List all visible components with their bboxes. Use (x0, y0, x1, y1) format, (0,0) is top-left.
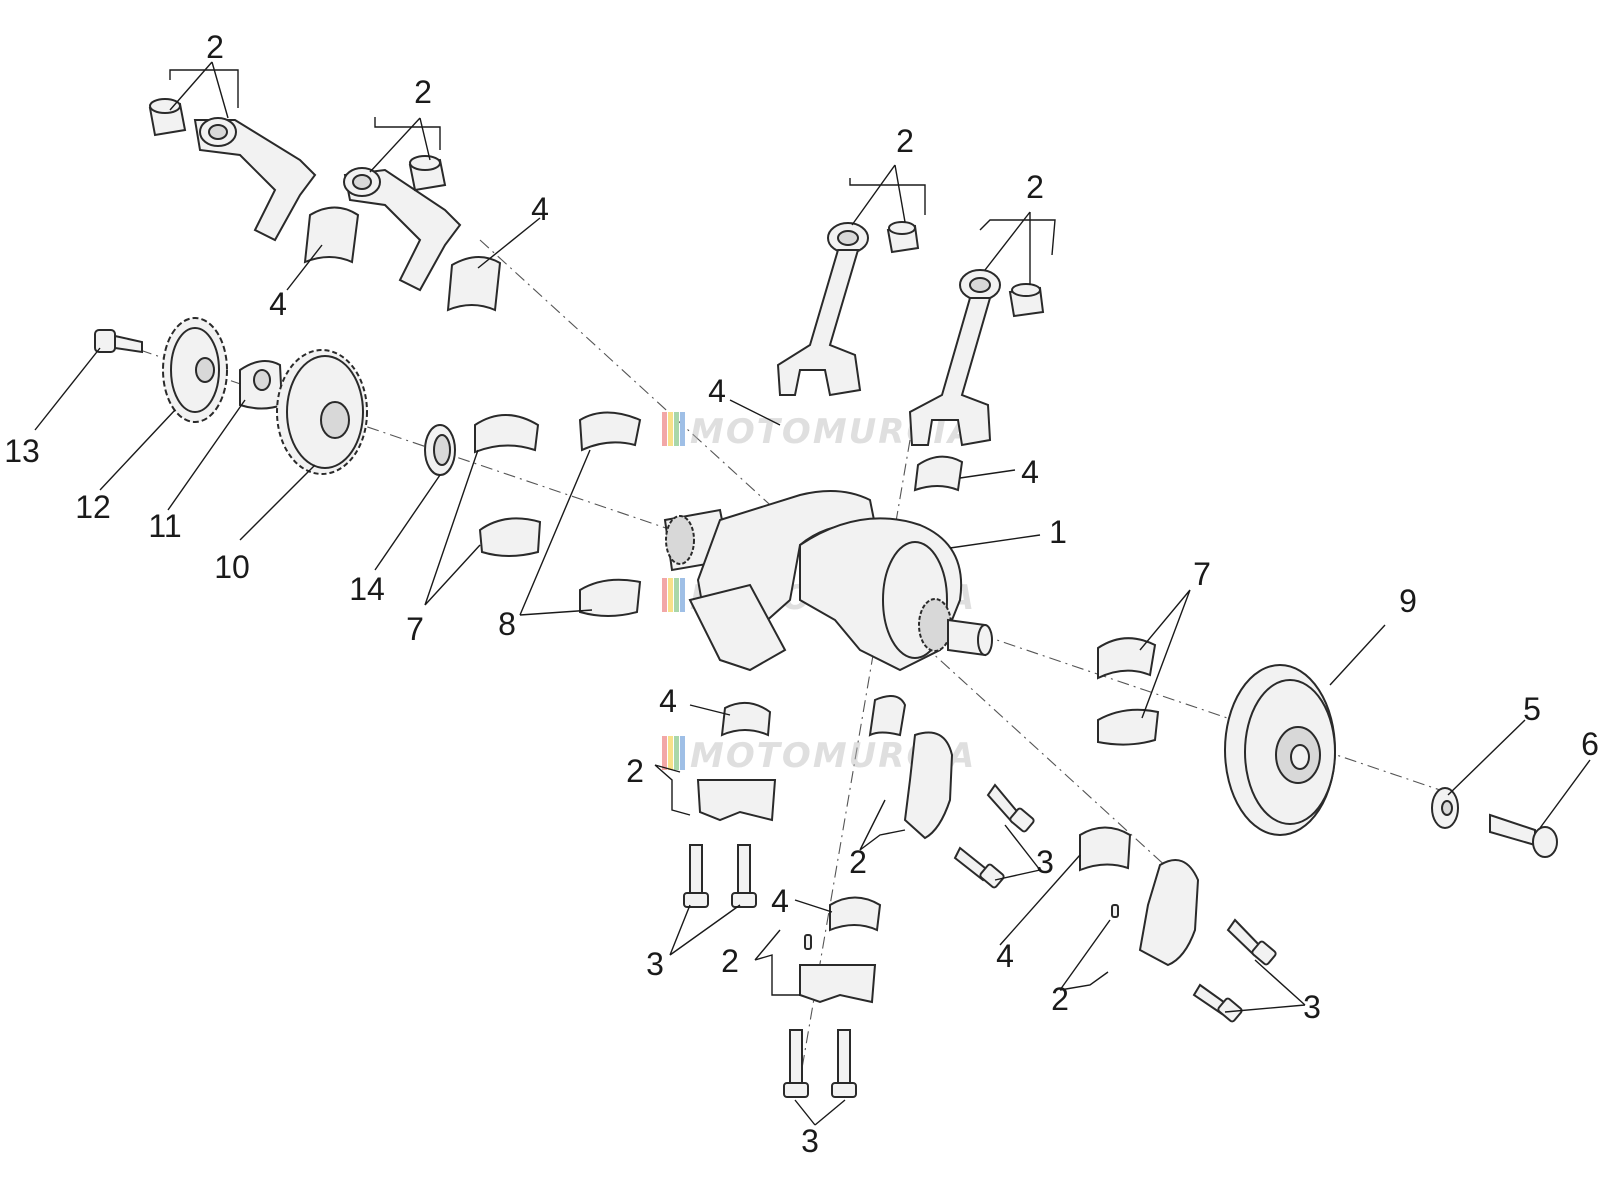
washer-11 (239, 360, 284, 410)
bearing-shell-4-lower-center (720, 695, 907, 737)
callout-3-a: 3 (1036, 844, 1054, 880)
callout-7-a: 7 (406, 611, 424, 647)
bolts-3-left (683, 844, 757, 908)
bolt-6 (1489, 813, 1558, 858)
main-bearing-7-upper-right (1097, 637, 1157, 680)
callout-4-b: 4 (531, 191, 549, 227)
callout-4-a: 4 (269, 286, 287, 322)
bearing-shell-4-right-upper (913, 455, 964, 492)
connecting-rod-top-right-2 (908, 269, 1045, 447)
main-bearing-7-lower-right (1097, 708, 1160, 746)
callout-4-c: 4 (708, 373, 726, 409)
callout-14: 14 (349, 571, 385, 607)
callout-2-e: 2 (626, 753, 644, 789)
rod-cap-2-right (903, 731, 954, 840)
bearing-shell-4-upper-left (303, 206, 360, 264)
bolt-13 (94, 329, 143, 354)
callout-3-b: 3 (646, 946, 664, 982)
bearing-shell-4-lower-right (1079, 826, 1132, 872)
callout-11: 11 (148, 508, 181, 544)
leader-lines (34, 61, 1591, 1126)
callout-1: 1 (1049, 514, 1067, 550)
callout-2-h: 2 (1051, 981, 1069, 1017)
callout-12: 12 (75, 489, 111, 525)
bolts-3-bottom (783, 1029, 857, 1098)
connecting-rod-top-left-1 (148, 98, 317, 242)
callout-10: 10 (214, 549, 250, 585)
rod-cap-2-lower-right (1111, 859, 1200, 967)
callout-9: 9 (1399, 583, 1417, 619)
callout-2-g: 2 (721, 943, 739, 979)
bolts-3-center-right (953, 783, 1035, 889)
callout-2-c: 2 (896, 123, 914, 159)
callout-3-c: 3 (1303, 989, 1321, 1025)
connecting-rod-top-right-1 (776, 221, 920, 397)
seal-ring-14 (424, 424, 456, 476)
bearing-shell-4-upper-mid (446, 256, 502, 312)
callout-8: 8 (498, 606, 516, 642)
callout-3-d: 3 (801, 1123, 819, 1159)
callout-labels: 2 2 2 2 4 4 4 4 13 12 11 10 14 7 8 1 7 9… (4, 29, 1599, 1159)
flywheel-9 (1224, 664, 1336, 836)
callout-4-f: 4 (771, 883, 789, 919)
gear-10 (276, 349, 368, 475)
sprocket-12 (162, 317, 228, 423)
callout-4-g: 4 (996, 938, 1014, 974)
bolts-3-lower-right (1192, 918, 1277, 1023)
callout-4-d: 4 (1021, 454, 1039, 490)
main-bearing-8-upper (578, 411, 642, 452)
main-bearing-8-lower (579, 578, 642, 617)
callout-13: 13 (4, 433, 40, 469)
connecting-rod-top-left-2 (343, 155, 462, 292)
callout-2-a: 2 (206, 29, 224, 65)
main-bearing-7-lower-left (478, 517, 542, 557)
callout-6: 6 (1581, 726, 1599, 762)
main-bearing-7-upper-left (474, 414, 540, 454)
crankshaft-1 (663, 490, 993, 672)
callout-4-e: 4 (659, 683, 677, 719)
rod-cap-2-left (696, 779, 777, 822)
rod-cap-2-lower (799, 934, 877, 1004)
bearing-shell-4-lower-mid (829, 896, 882, 932)
callout-2-f: 2 (849, 844, 867, 880)
callout-2-d: 2 (1026, 169, 1044, 205)
washer-5 (1431, 787, 1459, 829)
callout-5: 5 (1523, 691, 1541, 727)
callout-2-b: 2 (414, 74, 432, 110)
callout-7-b: 7 (1193, 556, 1211, 592)
